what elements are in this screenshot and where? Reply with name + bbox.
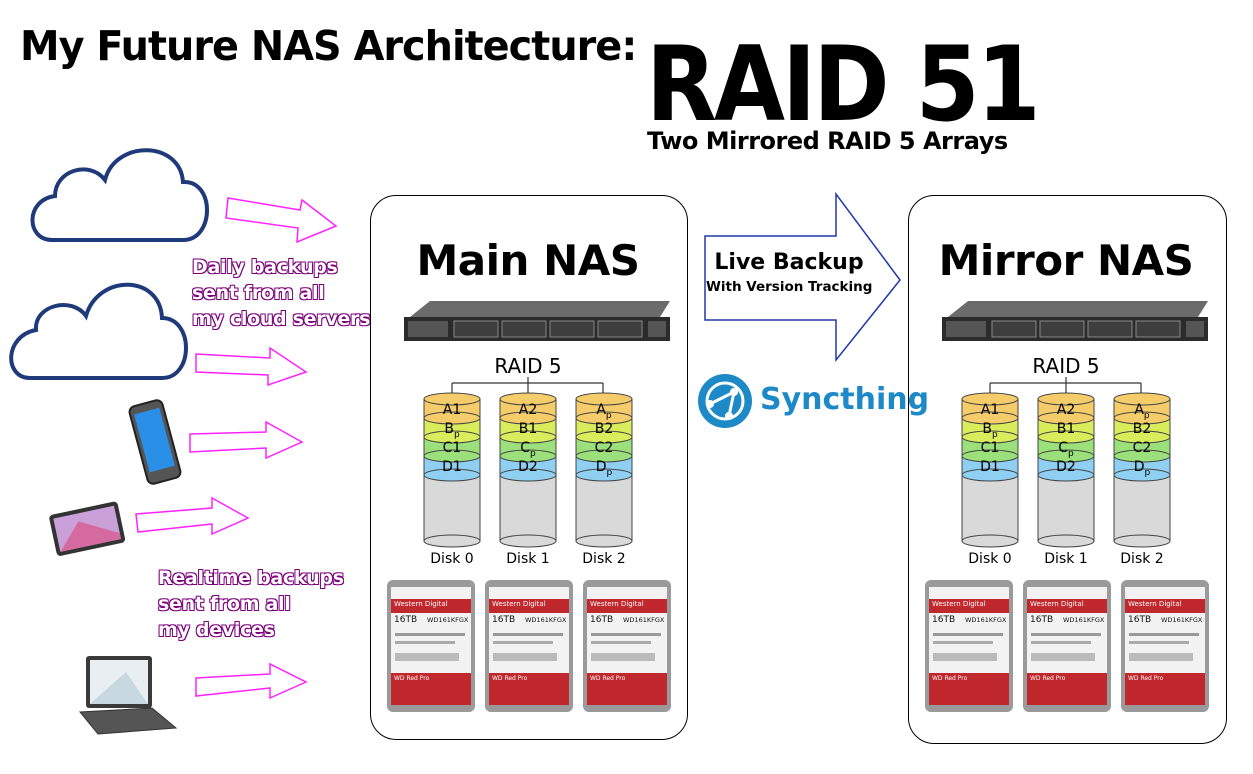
disk-label: Disk 1 bbox=[506, 551, 550, 567]
inbound-arrows bbox=[135, 197, 338, 700]
disk-stack bbox=[961, 392, 1019, 548]
hdd-line: WD Red Pro bbox=[1030, 675, 1066, 682]
nas-drawing bbox=[925, 301, 1209, 712]
hdd-capacity: 16TB bbox=[1030, 615, 1054, 625]
nas-drawing bbox=[387, 301, 671, 712]
hdd-brand: Western Digital bbox=[1128, 600, 1182, 608]
stripe-cell: C2 bbox=[594, 440, 614, 456]
stripe-cell: Bp bbox=[444, 421, 460, 440]
hdd-brand: Western Digital bbox=[492, 600, 546, 608]
hard-drive-icon bbox=[1023, 580, 1111, 712]
disk-stack bbox=[423, 392, 481, 548]
hdd-capacity: 16TB bbox=[1128, 615, 1152, 625]
hdd-model: WD161KFGX bbox=[965, 616, 1007, 624]
disk-stack bbox=[1113, 392, 1171, 548]
hdd-brand: Western Digital bbox=[590, 600, 644, 608]
arrow-icon bbox=[189, 420, 304, 460]
disk-label: Disk 2 bbox=[582, 551, 626, 567]
hdd-brand: Western Digital bbox=[932, 600, 986, 608]
hdd-line: WD Red Pro bbox=[590, 675, 626, 682]
syncthing-label: Syncthing bbox=[760, 382, 930, 417]
hdd-line: WD Red Pro bbox=[1128, 675, 1164, 682]
backup-sources bbox=[9, 148, 338, 735]
laptop-icon bbox=[78, 656, 178, 735]
arrow-icon bbox=[225, 197, 338, 244]
disk-label: Disk 0 bbox=[968, 551, 1012, 567]
disk-label: Disk 2 bbox=[1120, 551, 1164, 567]
stripe-cell: A2 bbox=[518, 402, 538, 418]
raid-connector bbox=[451, 377, 604, 395]
disk-stack bbox=[499, 392, 557, 548]
hard-drive-icon bbox=[925, 580, 1013, 712]
stripe-cell: B1 bbox=[1056, 421, 1076, 437]
stripe-cell: C2 bbox=[1132, 440, 1152, 456]
hdd-model: WD161KFGX bbox=[1161, 616, 1203, 624]
raid-subtitle: Two Mirrored RAID 5 Arrays bbox=[647, 127, 1008, 155]
hard-drive-icon bbox=[583, 580, 671, 712]
raid-title: RAID 51 bbox=[646, 25, 1041, 145]
server-rack-icon bbox=[404, 301, 670, 341]
daily-backups-note: Daily backups sent from all my cloud ser… bbox=[192, 256, 371, 330]
arrow-icon bbox=[135, 496, 250, 536]
hdd-line: WD Red Pro bbox=[492, 675, 528, 682]
arrow-icon bbox=[195, 662, 308, 700]
disk-stack bbox=[575, 392, 633, 548]
version-tracking-label: With Version Tracking bbox=[706, 279, 873, 295]
stripe-cell: C1 bbox=[442, 440, 462, 456]
stripe-cell: A2 bbox=[1056, 402, 1076, 418]
cloud-icon bbox=[9, 282, 188, 380]
stripe-cell: D2 bbox=[1056, 459, 1076, 475]
hard-drive-icon bbox=[485, 580, 573, 712]
raid-level-label: RAID 5 bbox=[494, 354, 562, 378]
stripe-cell: Ap bbox=[1134, 402, 1150, 421]
smartphone-icon bbox=[128, 399, 182, 485]
stripe-cell: D1 bbox=[442, 459, 462, 475]
mirror-nas-title: Mirror NAS bbox=[938, 236, 1194, 285]
stripe-cell: B2 bbox=[594, 421, 614, 437]
stripe-cell: B2 bbox=[1132, 421, 1152, 437]
stripe-cell: C1 bbox=[980, 440, 1000, 456]
cloud-icon bbox=[30, 148, 209, 242]
stripe-cell: Ap bbox=[596, 402, 612, 421]
hdd-capacity: 16TB bbox=[932, 615, 956, 625]
syncthing-icon bbox=[698, 374, 752, 428]
stripe-cell: B1 bbox=[518, 421, 538, 437]
hdd-model: WD161KFGX bbox=[623, 616, 665, 624]
stripe-cell: Cp bbox=[520, 440, 536, 459]
hdd-capacity: 16TB bbox=[394, 615, 418, 625]
page-title: My Future NAS Architecture: bbox=[20, 22, 637, 70]
tablet-icon bbox=[49, 501, 126, 556]
hdd-brand: Western Digital bbox=[1030, 600, 1084, 608]
raid-level-label: RAID 5 bbox=[1032, 354, 1100, 378]
stripe-cell: A1 bbox=[980, 402, 1000, 418]
stripe-cell: D2 bbox=[518, 459, 538, 475]
server-rack-icon bbox=[942, 301, 1208, 341]
hdd-line: WD Red Pro bbox=[394, 675, 430, 682]
live-backup-label: Live Backup bbox=[714, 250, 864, 275]
hard-drive-icon bbox=[1121, 580, 1209, 712]
hdd-brand: Western Digital bbox=[394, 600, 448, 608]
hdd-model: WD161KFGX bbox=[427, 616, 469, 624]
realtime-backups-note: Realtime backups sent from all my device… bbox=[158, 567, 344, 641]
disk-label: Disk 1 bbox=[1044, 551, 1088, 567]
disk-label: Disk 0 bbox=[430, 551, 474, 567]
hdd-line: WD Red Pro bbox=[932, 675, 968, 682]
raid-connector bbox=[989, 377, 1142, 395]
hdd-capacity: 16TB bbox=[590, 615, 614, 625]
stripe-cell: Cp bbox=[1058, 440, 1074, 459]
hard-drive-icon bbox=[387, 580, 475, 712]
hdd-model: WD161KFGX bbox=[1063, 616, 1105, 624]
stripe-cell: A1 bbox=[442, 402, 462, 418]
stripe-cell: Dp bbox=[1133, 459, 1151, 478]
stripe-cell: Dp bbox=[595, 459, 613, 478]
main-nas-title: Main NAS bbox=[416, 236, 640, 285]
arrow-icon bbox=[195, 346, 308, 387]
hdd-model: WD161KFGX bbox=[525, 616, 567, 624]
live-backup-arrow bbox=[704, 191, 901, 363]
disk-stack bbox=[1037, 392, 1095, 548]
stripe-cell: Bp bbox=[982, 421, 998, 440]
hdd-capacity: 16TB bbox=[492, 615, 516, 625]
stripe-cell: D1 bbox=[980, 459, 1000, 475]
